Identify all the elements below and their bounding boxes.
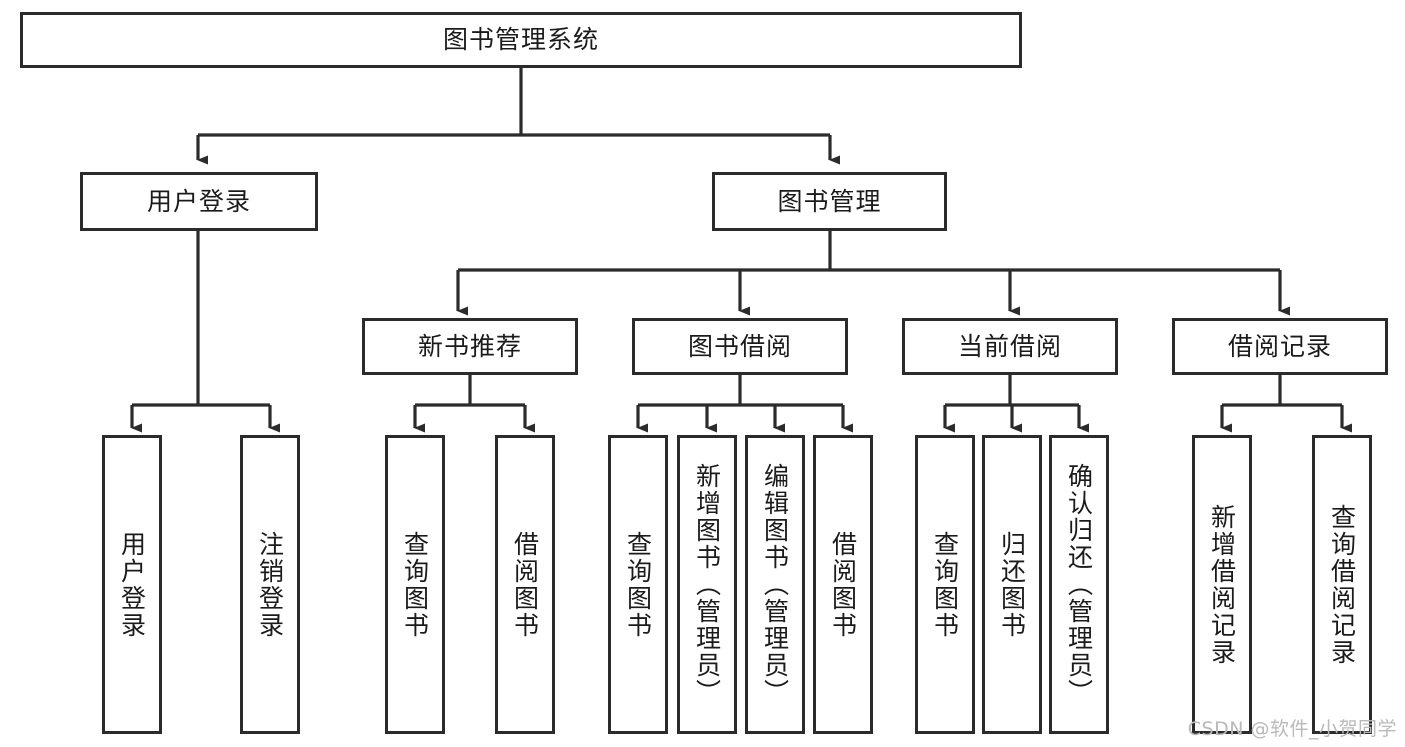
- leaf-query-book-2[interactable]: 查询图书: [608, 435, 668, 734]
- leaf-user-login[interactable]: 用户登录: [102, 435, 162, 734]
- edge-newbook-to-leaves: [413, 375, 535, 433]
- leaf-confirm-return[interactable]: 确认归还（管理员）: [1049, 435, 1109, 734]
- leaf-query-book-1[interactable]: 查询图书: [385, 435, 445, 734]
- leaf-borrow-book-1-label: 借阅图书: [510, 530, 540, 639]
- leaf-query-book-2-label: 查询图书: [623, 530, 653, 639]
- leaf-return-book-label: 归还图书: [997, 530, 1027, 639]
- node-root-label: 图书管理系统: [442, 25, 599, 55]
- leaf-add-borrow-record-label: 新增借阅记录: [1207, 503, 1237, 666]
- node-book-manage[interactable]: 图书管理: [712, 172, 947, 231]
- leaf-query-borrow-record-label: 查询借阅记录: [1327, 503, 1357, 666]
- leaf-add-book-label: 新增图书（管理员）: [692, 463, 722, 706]
- edge-bookmanage-to-level3: [456, 231, 1290, 316]
- edge-currentborrow-to-leaves: [943, 375, 1089, 433]
- node-book-borrow-label: 图书借阅: [687, 331, 792, 361]
- leaf-user-login-label: 用户登录: [117, 530, 147, 639]
- leaf-query-borrow-record[interactable]: 查询借阅记录: [1312, 435, 1372, 734]
- leaf-edit-book[interactable]: 编辑图书（管理员）: [745, 435, 805, 734]
- edge-borrowrecord-to-leaves: [1220, 375, 1352, 433]
- node-user-login[interactable]: 用户登录: [80, 172, 318, 231]
- leaf-logout-login[interactable]: 注销登录: [240, 435, 300, 734]
- leaf-add-book[interactable]: 新增图书（管理员）: [677, 435, 737, 734]
- node-book-manage-label: 图书管理: [777, 186, 882, 216]
- edge-bookborrow-to-leaves: [636, 375, 853, 433]
- leaf-edit-book-label: 编辑图书（管理员）: [760, 463, 790, 706]
- edge-root-to-level2: [196, 67, 840, 165]
- node-current-borrow-label: 当前借阅: [957, 331, 1062, 361]
- node-user-login-label: 用户登录: [146, 186, 251, 216]
- edge-userlogin-to-leaves: [130, 231, 280, 433]
- node-borrow-record[interactable]: 借阅记录: [1172, 318, 1388, 375]
- leaf-return-book[interactable]: 归还图书: [982, 435, 1042, 734]
- leaf-add-borrow-record[interactable]: 新增借阅记录: [1192, 435, 1252, 734]
- leaf-query-book-3-label: 查询图书: [930, 530, 960, 639]
- node-borrow-record-label: 借阅记录: [1227, 331, 1332, 361]
- leaf-confirm-return-label: 确认归还（管理员）: [1064, 463, 1094, 706]
- node-new-book-recommend[interactable]: 新书推荐: [362, 318, 578, 375]
- leaf-query-book-3[interactable]: 查询图书: [915, 435, 975, 734]
- leaf-borrow-book-1[interactable]: 借阅图书: [495, 435, 555, 734]
- node-new-book-recommend-label: 新书推荐: [417, 331, 522, 361]
- watermark-text: CSDN @软件_小贺同学: [1187, 718, 1397, 740]
- node-current-borrow[interactable]: 当前借阅: [902, 318, 1118, 375]
- leaf-logout-login-label: 注销登录: [255, 530, 285, 639]
- leaf-query-book-1-label: 查询图书: [400, 530, 430, 639]
- node-book-borrow[interactable]: 图书借阅: [632, 318, 848, 375]
- node-root[interactable]: 图书管理系统: [20, 12, 1022, 68]
- leaf-borrow-book-2-label: 借阅图书: [828, 530, 858, 639]
- leaf-borrow-book-2[interactable]: 借阅图书: [813, 435, 873, 734]
